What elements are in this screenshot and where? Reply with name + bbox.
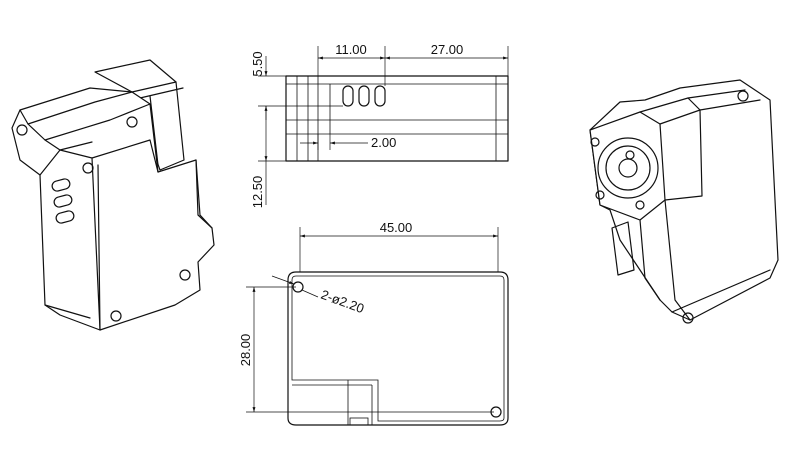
dim-11-00: 11.00: [335, 42, 367, 57]
dim-hole-callout: 2-ø2.20: [319, 287, 366, 316]
plan-view: 45.00 2-ø2.20 28.00: [238, 220, 509, 426]
dim-28-00: 28.00: [238, 334, 253, 367]
vent-slot: [374, 85, 386, 107]
side-elevation-view: 11.00 27.00 2.00 5.50 12.50: [250, 42, 509, 209]
vent-slot: [358, 85, 370, 107]
dim-27-00: 27.00: [431, 42, 464, 57]
dim-5-50: 5.50: [250, 51, 265, 76]
dim-45-00: 45.00: [380, 220, 413, 235]
vent-slot: [342, 85, 354, 107]
dim-12-50: 12.50: [250, 176, 265, 209]
right-isometric-view: [589, 79, 779, 324]
left-isometric-view: [11, 59, 215, 331]
dim-2-00: 2.00: [371, 135, 396, 150]
